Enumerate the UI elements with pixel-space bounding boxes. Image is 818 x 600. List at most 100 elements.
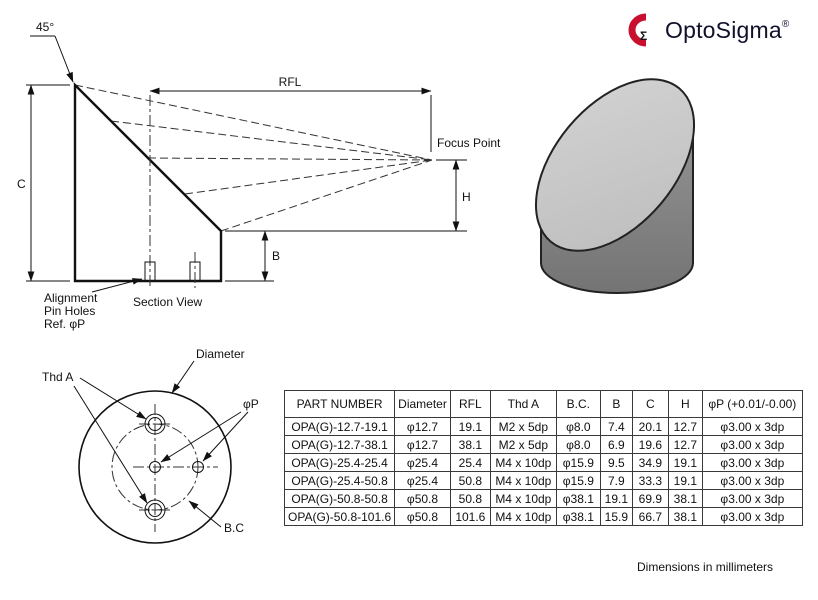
mirror-section-outline [73,82,223,283]
table-cell: φ15.9 [555,453,601,472]
mirror-front-outline [78,390,232,544]
table-cell: 19.6 [631,435,669,454]
angle-annotation: 45° [30,20,74,83]
table-cell: φ3.00 x 3dp [701,417,803,436]
table-header-cell: B.C. [555,390,601,418]
table-cell: 6.9 [599,435,633,454]
dimension-b: B [225,230,280,282]
table-cell: φ12.7 [394,417,451,436]
table-cell: φ50.8 [394,489,451,508]
table-cell: 7.4 [599,417,633,436]
table-cell: φ3.00 x 3dp [701,471,803,490]
angle-label: 45° [36,20,54,34]
dimension-h: H [225,159,471,232]
table-cell: M4 x 10dp [489,507,557,526]
front-view-labels: Diameter Thd A φP B.C [42,347,259,535]
alignment-note-line2: Pin Holes [44,304,95,318]
table-cell: 38.1 [667,507,703,526]
section-view-caption: Section View [133,295,202,309]
table-cell: 15.9 [599,507,633,526]
front-view-drawing: Diameter Thd A φP B.C [42,347,259,544]
table-cell: φ3.00 x 3dp [701,435,803,454]
table-cell: φ3.00 x 3dp [701,489,803,508]
table-cell: φ50.8 [394,507,451,526]
table-cell: 19.1 [667,471,703,490]
table-header-cell: C [631,390,669,418]
mirror-face-3d [534,78,696,252]
table-cell: 7.9 [599,471,633,490]
table-cell: φ8.0 [555,435,601,454]
brand-logo: Σ OptoSigma® [618,12,789,48]
table-cell: 50.8 [449,471,491,490]
alignment-note-line1: Alignment [44,291,98,305]
table-cell: 12.7 [667,417,703,436]
table-cell: 33.3 [631,471,669,490]
table-cell: 19.1 [449,417,491,436]
table-cell: M4 x 10dp [489,489,557,508]
table-cell: M2 x 5dp [489,417,557,436]
table-header-cell: φP (+0.01/-0.00) [701,390,803,418]
table-cell: 9.5 [599,453,633,472]
optosigma-logo-icon: Σ [628,13,647,47]
table-cell: 101.6 [449,507,491,526]
table-cell: 69.9 [631,489,669,508]
focus-rays [74,84,433,232]
table-cell: φ25.4 [394,453,451,472]
table-cell: OPA(G)-25.4-25.4 [283,453,396,472]
focus-point-label: Focus Point [437,136,501,150]
alignment-note-line3: Ref. φP [44,317,85,331]
table-cell: M2 x 5dp [489,435,557,454]
pin-holes-front [149,461,204,473]
table-cell: 50.8 [449,489,491,508]
dimension-c: C [17,84,70,282]
table-cell: φ15.9 [555,471,601,490]
section-view-drawing: 45° C RFL Focus Point [17,20,501,331]
table-cell: 38.1 [667,489,703,508]
table-cell: φ3.00 x 3dp [701,453,803,472]
table-cell: 19.1 [667,453,703,472]
table-cell: φ38.1 [555,489,601,508]
table-cell: OPA(G)-50.8-50.8 [283,489,396,508]
table-cell: 38.1 [449,435,491,454]
alignment-pin-holes [144,252,201,288]
table-cell: φ38.1 [555,507,601,526]
table-header-cell: B [599,390,633,418]
table-header-cell: H [667,390,703,418]
logo-sigma-glyph: Σ [640,29,647,43]
table-cell: 19.1 [599,489,633,508]
brand-name-text: OptoSigma [665,16,782,43]
h-label: H [462,190,471,204]
table-header-cell: PART NUMBER [283,390,396,418]
table-cell: OPA(G)-12.7-38.1 [283,435,396,454]
table-cell: φ12.7 [394,435,451,454]
table-cell: 20.1 [631,417,669,436]
logo-red-swoosh [628,13,647,47]
registered-mark: ® [781,18,790,30]
diameter-label: Diameter [196,347,245,361]
rfl-label: RFL [279,75,302,89]
table-cell: φ8.0 [555,417,601,436]
table-cell: 12.7 [667,435,703,454]
table-cell: OPA(G)-12.7-19.1 [283,417,396,436]
table-cell: M4 x 10dp [489,453,557,472]
brand-name: OptoSigma® [665,17,789,44]
table-cell: 66.7 [631,507,669,526]
table-cell: M4 x 10dp [489,471,557,490]
dimension-rfl: RFL [149,75,432,288]
table-header-cell: Thd A [489,390,557,418]
bc-label: B.C [224,521,244,535]
c-label: C [17,177,26,191]
units-note: Dimensions in millimeters [637,560,774,574]
table-cell: φ25.4 [394,471,451,490]
table-cell: 25.4 [449,453,491,472]
